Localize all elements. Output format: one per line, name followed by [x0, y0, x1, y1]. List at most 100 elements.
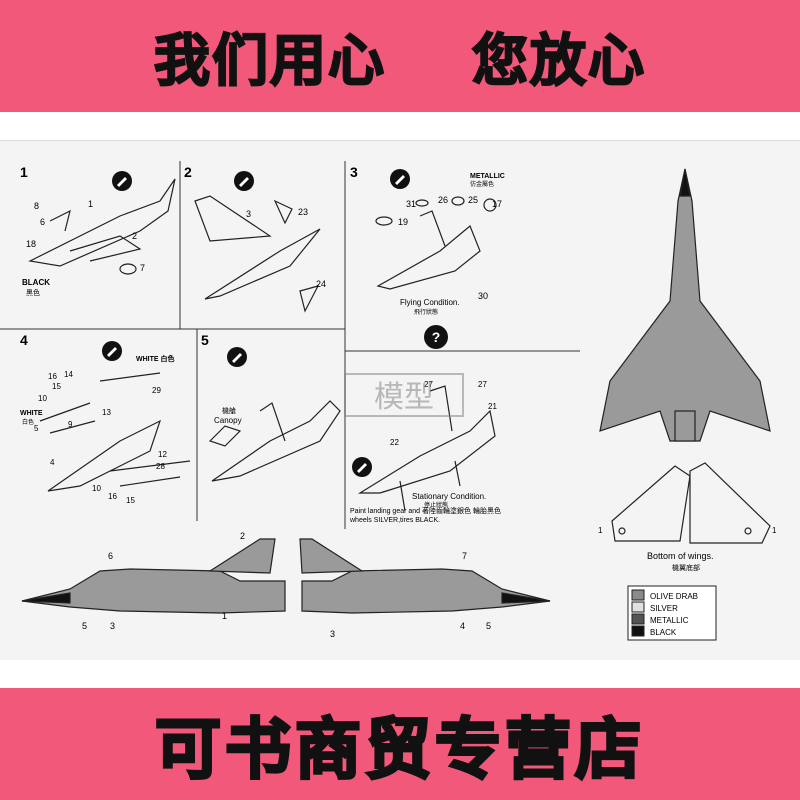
canopy-label: Canopy [214, 416, 242, 425]
black-label-cn: 黑色 [26, 288, 40, 297]
svg-text:30: 30 [478, 291, 488, 301]
svg-text:4: 4 [50, 458, 55, 467]
svg-text:18: 18 [26, 239, 36, 249]
legend-label: BLACK [650, 628, 677, 637]
instruction-sheet: 1 2 3 4 5 ? 8 1 6 2 18 7 BLACK 黑色 3 23 2… [0, 140, 800, 660]
bottom-wings-label: Bottom of wings. [647, 551, 714, 561]
bottom-banner-text: 可书商贸专营店 [154, 710, 645, 790]
step4-part-numbers: 16 14 15 10 9 13 29 5 4 28 12 10 16 15 [34, 370, 167, 505]
svg-text:26: 26 [438, 195, 448, 205]
step3-part-numbers: 19 31 26 25 17 30 [398, 195, 502, 301]
svg-text:5: 5 [34, 424, 39, 433]
svg-text:5: 5 [486, 621, 491, 631]
svg-text:8: 8 [34, 201, 39, 211]
question-icon: ? [424, 325, 448, 349]
black-label: BLACK [22, 278, 50, 287]
glue-icon [234, 171, 254, 191]
white-label-b: WHITE [20, 410, 43, 417]
panel-borders [0, 161, 580, 529]
legend-swatch [631, 625, 645, 637]
svg-text:6: 6 [40, 217, 45, 227]
svg-text:9: 9 [68, 420, 73, 429]
jet-side-view-right [299, 538, 551, 614]
glue-icon [390, 169, 410, 189]
legend-swatch [631, 613, 645, 625]
svg-text:21: 21 [488, 402, 497, 411]
jet-step2 [194, 195, 321, 313]
svg-text:17: 17 [492, 199, 502, 209]
wing-part-number: 1 [772, 526, 777, 535]
stationary-part-numbers: 27 21 22 27 [390, 380, 497, 447]
stationary-condition-label: Stationary Condition. [412, 492, 486, 501]
step-number: 2 [184, 164, 192, 180]
glue-icon [102, 341, 122, 361]
wing-bottom-right [689, 462, 771, 544]
svg-text:15: 15 [126, 496, 135, 505]
metallic-label-cn: 仿金屬色 [470, 180, 494, 188]
legend-swatch [631, 601, 645, 613]
top-banner: 我们用心 您放心 [0, 0, 800, 112]
paint-note-line2: wheels SILVER,tires BLACK. [349, 517, 440, 524]
canopy-label-cn: 機艙 [222, 406, 236, 415]
svg-text:?: ? [432, 329, 441, 345]
legend-label: SILVER [650, 604, 678, 613]
stationary-condition-label-cn: 停止狀態 [424, 501, 448, 509]
side-right-part-numbers: 7 4 5 3 [330, 551, 491, 639]
svg-text:13: 13 [102, 408, 111, 417]
svg-text:29: 29 [152, 386, 161, 395]
legend-label: METALLIC [650, 616, 689, 625]
svg-text:12: 12 [158, 450, 167, 459]
svg-text:3: 3 [330, 629, 335, 639]
flying-condition-label: Flying Condition. [400, 298, 460, 307]
step2-part-numbers: 3 23 24 [246, 207, 326, 289]
svg-text:2: 2 [240, 531, 245, 541]
white-label-a: WHITE 白色 [136, 354, 175, 363]
jet-top-view [599, 168, 771, 442]
flying-condition-label-cn: 飛行狀態 [414, 308, 438, 316]
svg-text:模型: 模型 [374, 381, 434, 414]
svg-text:1: 1 [222, 611, 227, 621]
svg-text:27: 27 [424, 380, 433, 389]
wing-bottom-left [611, 465, 691, 542]
svg-text:19: 19 [398, 217, 408, 227]
svg-text:16: 16 [48, 372, 57, 381]
svg-text:23: 23 [298, 207, 308, 217]
step-number: 1 [20, 164, 28, 180]
bottom-wings-label-cn: 機翼底部 [672, 563, 700, 572]
svg-text:14: 14 [64, 370, 73, 379]
svg-text:6: 6 [108, 551, 113, 561]
svg-text:22: 22 [390, 438, 399, 447]
svg-text:27: 27 [478, 380, 487, 389]
assembly-diagram: 1 2 3 4 5 ? 8 1 6 2 18 7 BLACK 黑色 3 23 2… [0, 161, 777, 641]
watermark-logo: 模型 [344, 373, 464, 417]
wing-part-number: 1 [598, 526, 603, 535]
svg-text:7: 7 [462, 551, 467, 561]
jet-step4 [39, 372, 191, 492]
top-banner-text: 我们用心 您放心 [153, 28, 646, 95]
svg-text:1: 1 [88, 199, 93, 209]
jet-step5 [208, 400, 341, 482]
jet-side-view-left [21, 538, 286, 614]
metallic-label: METALLIC [470, 173, 505, 180]
svg-text:3: 3 [110, 621, 115, 631]
svg-text:3: 3 [246, 209, 251, 219]
bottom-banner: 可书商贸专营店 [0, 688, 800, 800]
svg-text:10: 10 [38, 394, 47, 403]
step-number: 5 [201, 332, 209, 348]
side-left-part-numbers: 6 2 5 3 1 [82, 531, 245, 631]
svg-text:16: 16 [108, 492, 117, 501]
svg-text:24: 24 [316, 279, 326, 289]
svg-text:10: 10 [92, 484, 101, 493]
glue-icon [227, 347, 247, 367]
svg-text:31: 31 [406, 199, 416, 209]
white-label-b-cn: 白色 [22, 418, 34, 426]
step-number: 3 [350, 164, 358, 180]
jet-step3 [375, 196, 497, 290]
svg-text:5: 5 [82, 621, 87, 631]
step1-part-numbers: 8 1 6 2 18 7 [26, 199, 145, 273]
svg-text:28: 28 [156, 462, 165, 471]
step-number: 4 [20, 332, 28, 348]
legend-label: OLIVE DRAB [650, 592, 698, 601]
svg-text:2: 2 [132, 231, 137, 241]
legend-swatch [631, 589, 645, 601]
